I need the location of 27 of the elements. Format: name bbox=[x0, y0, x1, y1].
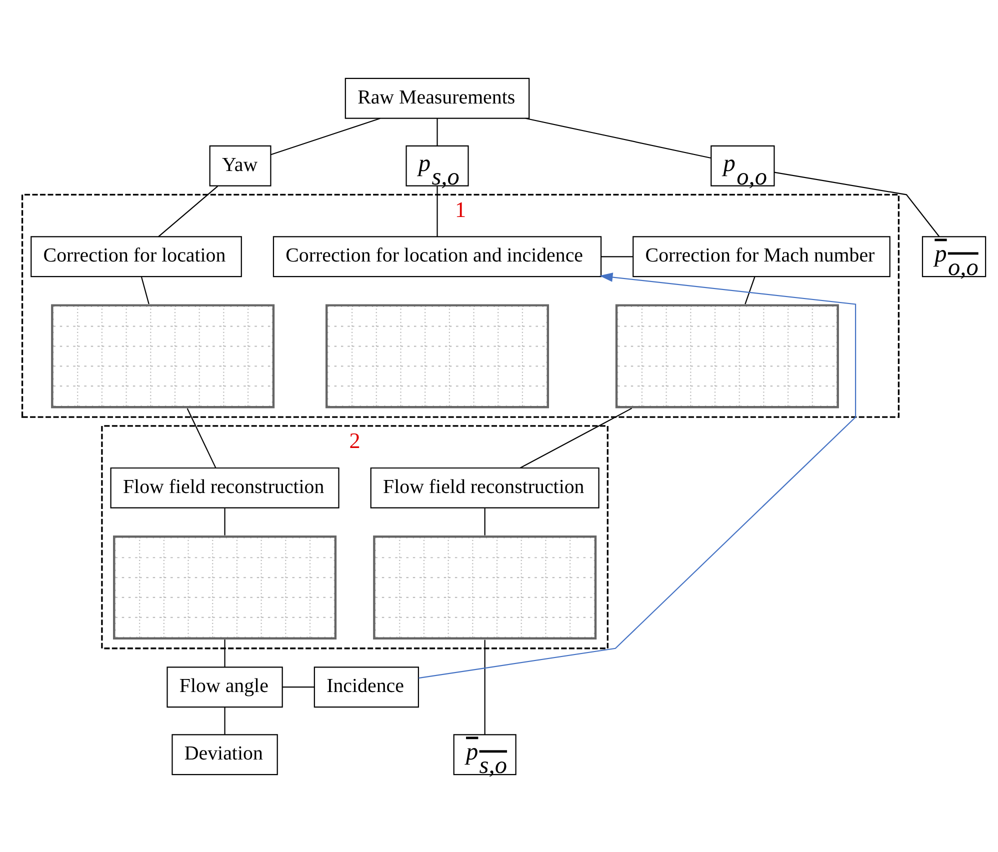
node-box: Flow field reconstruction bbox=[110, 466, 339, 508]
node-box: Correction for location and incidence bbox=[272, 236, 602, 277]
arrow bbox=[418, 272, 856, 678]
node-box: Correction for Mach number bbox=[632, 236, 890, 277]
connector bbox=[224, 639, 225, 666]
connector bbox=[224, 508, 225, 535]
connector bbox=[484, 508, 485, 535]
connector bbox=[186, 408, 216, 468]
node-box: Correction for location bbox=[30, 236, 242, 277]
connector bbox=[600, 256, 632, 257]
connector bbox=[270, 117, 380, 155]
node-box: Flow angle bbox=[166, 666, 282, 708]
connector bbox=[744, 276, 755, 304]
node-box: Yaw bbox=[208, 144, 271, 186]
node-box: Deviation bbox=[171, 734, 278, 775]
connector bbox=[484, 639, 485, 734]
connector bbox=[158, 185, 218, 237]
connector bbox=[224, 706, 225, 734]
node-box: Raw Measurements bbox=[344, 77, 530, 118]
connector bbox=[524, 117, 710, 158]
connector bbox=[282, 686, 314, 688]
connector bbox=[774, 171, 940, 236]
connector bbox=[140, 276, 149, 304]
connector bbox=[436, 186, 438, 236]
node-box: Incidence bbox=[313, 666, 418, 708]
node-box: Flow field reconstruction bbox=[370, 466, 599, 508]
connector bbox=[436, 118, 438, 146]
